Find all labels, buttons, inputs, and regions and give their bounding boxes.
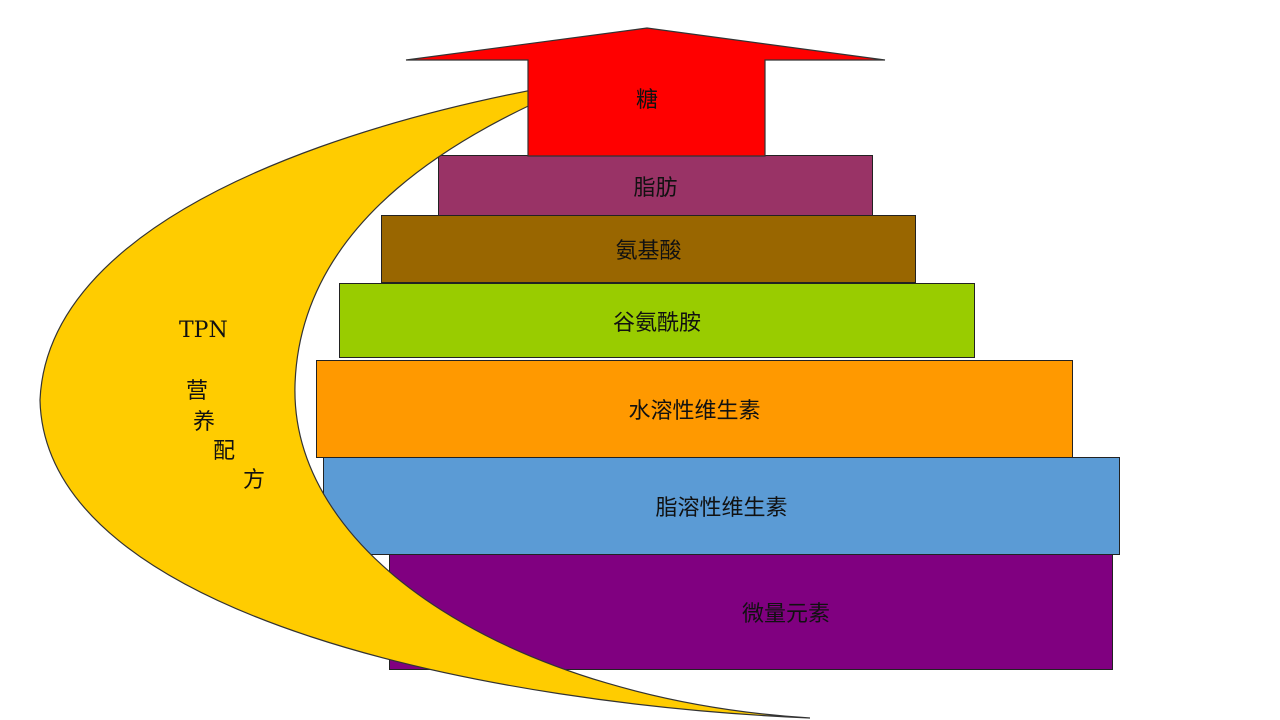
layer-glutamine: 谷氨酰胺 — [339, 283, 975, 358]
layer-label: 脂肪 — [633, 175, 678, 201]
layer-label: 谷氨酰胺 — [612, 310, 701, 336]
layer-label: 微量元素 — [741, 601, 830, 627]
layer-fat: 脂肪 — [438, 155, 873, 216]
side-char-1: 营 — [186, 379, 209, 404]
layer-water-soluble-vitamins: 水溶性维生素 — [316, 360, 1073, 458]
layer-fat-soluble-vitamins: 脂溶性维生素 — [323, 457, 1120, 555]
layer-label: 氨基酸 — [615, 239, 682, 264]
layer-label: 脂溶性维生素 — [655, 496, 788, 521]
curved-band-shape — [39, 55, 811, 719]
red-arrow-shape — [405, 27, 886, 157]
side-char-2: 养 — [193, 410, 216, 435]
side-char-3: 配 — [213, 439, 236, 464]
layer-label: 水溶性维生素 — [628, 399, 761, 424]
side-char-4: 方 — [243, 468, 266, 493]
arrow-label: 糖 — [636, 88, 658, 113]
side-title: TPN — [179, 318, 228, 343]
